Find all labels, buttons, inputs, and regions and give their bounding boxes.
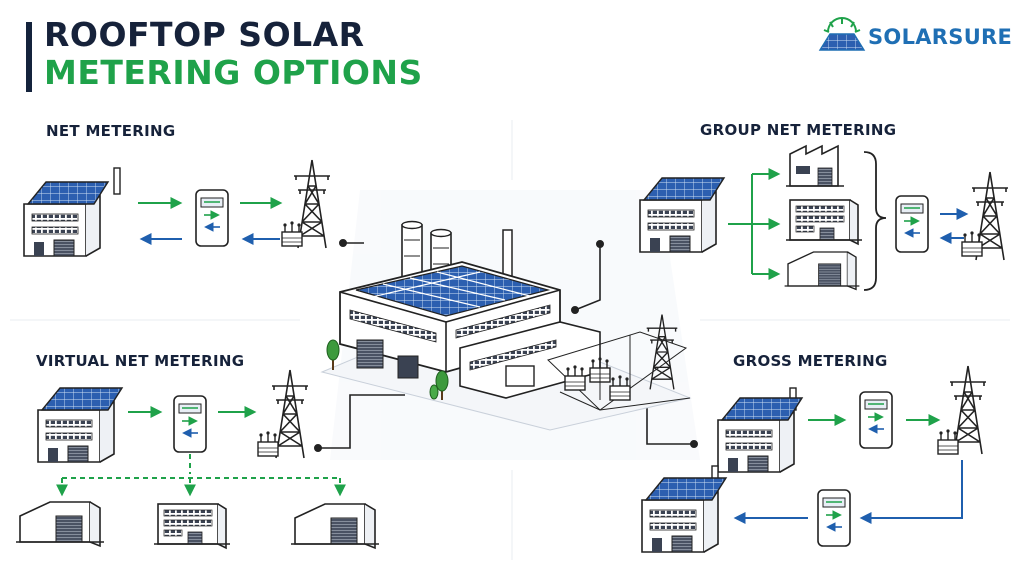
title-accent-bar — [26, 22, 32, 92]
meter-icon — [860, 392, 892, 448]
office-building-icon — [785, 199, 863, 245]
transformer-icon — [961, 230, 983, 257]
solar-building-icon — [37, 387, 123, 463]
sawtooth-factory-icon — [785, 145, 845, 187]
solar-building-icon — [717, 387, 803, 473]
transformer-icon — [257, 430, 279, 457]
gross-metering-diagram — [641, 365, 987, 553]
warehouse-icon — [783, 251, 861, 291]
solar-building-icon — [23, 167, 121, 257]
section-label-group-net-metering: GROUP NET METERING — [700, 121, 897, 139]
meter-icon — [196, 190, 228, 246]
office-building-icon — [153, 503, 231, 549]
meter-icon — [896, 196, 928, 252]
page-title: ROOFTOP SOLAR METERING OPTIONS — [44, 16, 423, 92]
tree-icon — [326, 339, 340, 370]
meter-icon — [174, 396, 206, 452]
title-line-2: METERING OPTIONS — [44, 53, 423, 92]
net-metering-diagram — [23, 159, 331, 257]
brand-name: SOLARSURE — [868, 25, 1013, 49]
virtual-net-metering-diagram — [15, 369, 380, 549]
solar-building-icon — [639, 177, 725, 253]
tree-icon — [429, 370, 449, 400]
section-label-net-metering: NET METERING — [46, 122, 176, 140]
transformer-icon — [281, 220, 303, 247]
warehouse-icon — [15, 501, 105, 547]
title-line-1: ROOFTOP SOLAR — [44, 15, 365, 54]
section-label-gross-metering: GROSS METERING — [733, 352, 888, 370]
transformer-icon — [937, 428, 959, 455]
warehouse-icon — [290, 503, 380, 549]
group-net-metering-diagram — [639, 145, 1009, 291]
section-label-virtual-net-metering: VIRTUAL NET METERING — [36, 352, 245, 370]
central-factory-icon — [320, 220, 692, 431]
meter-icon — [818, 490, 850, 546]
solar-panel-sun-icon — [818, 17, 866, 51]
solar-building-icon — [641, 465, 727, 553]
